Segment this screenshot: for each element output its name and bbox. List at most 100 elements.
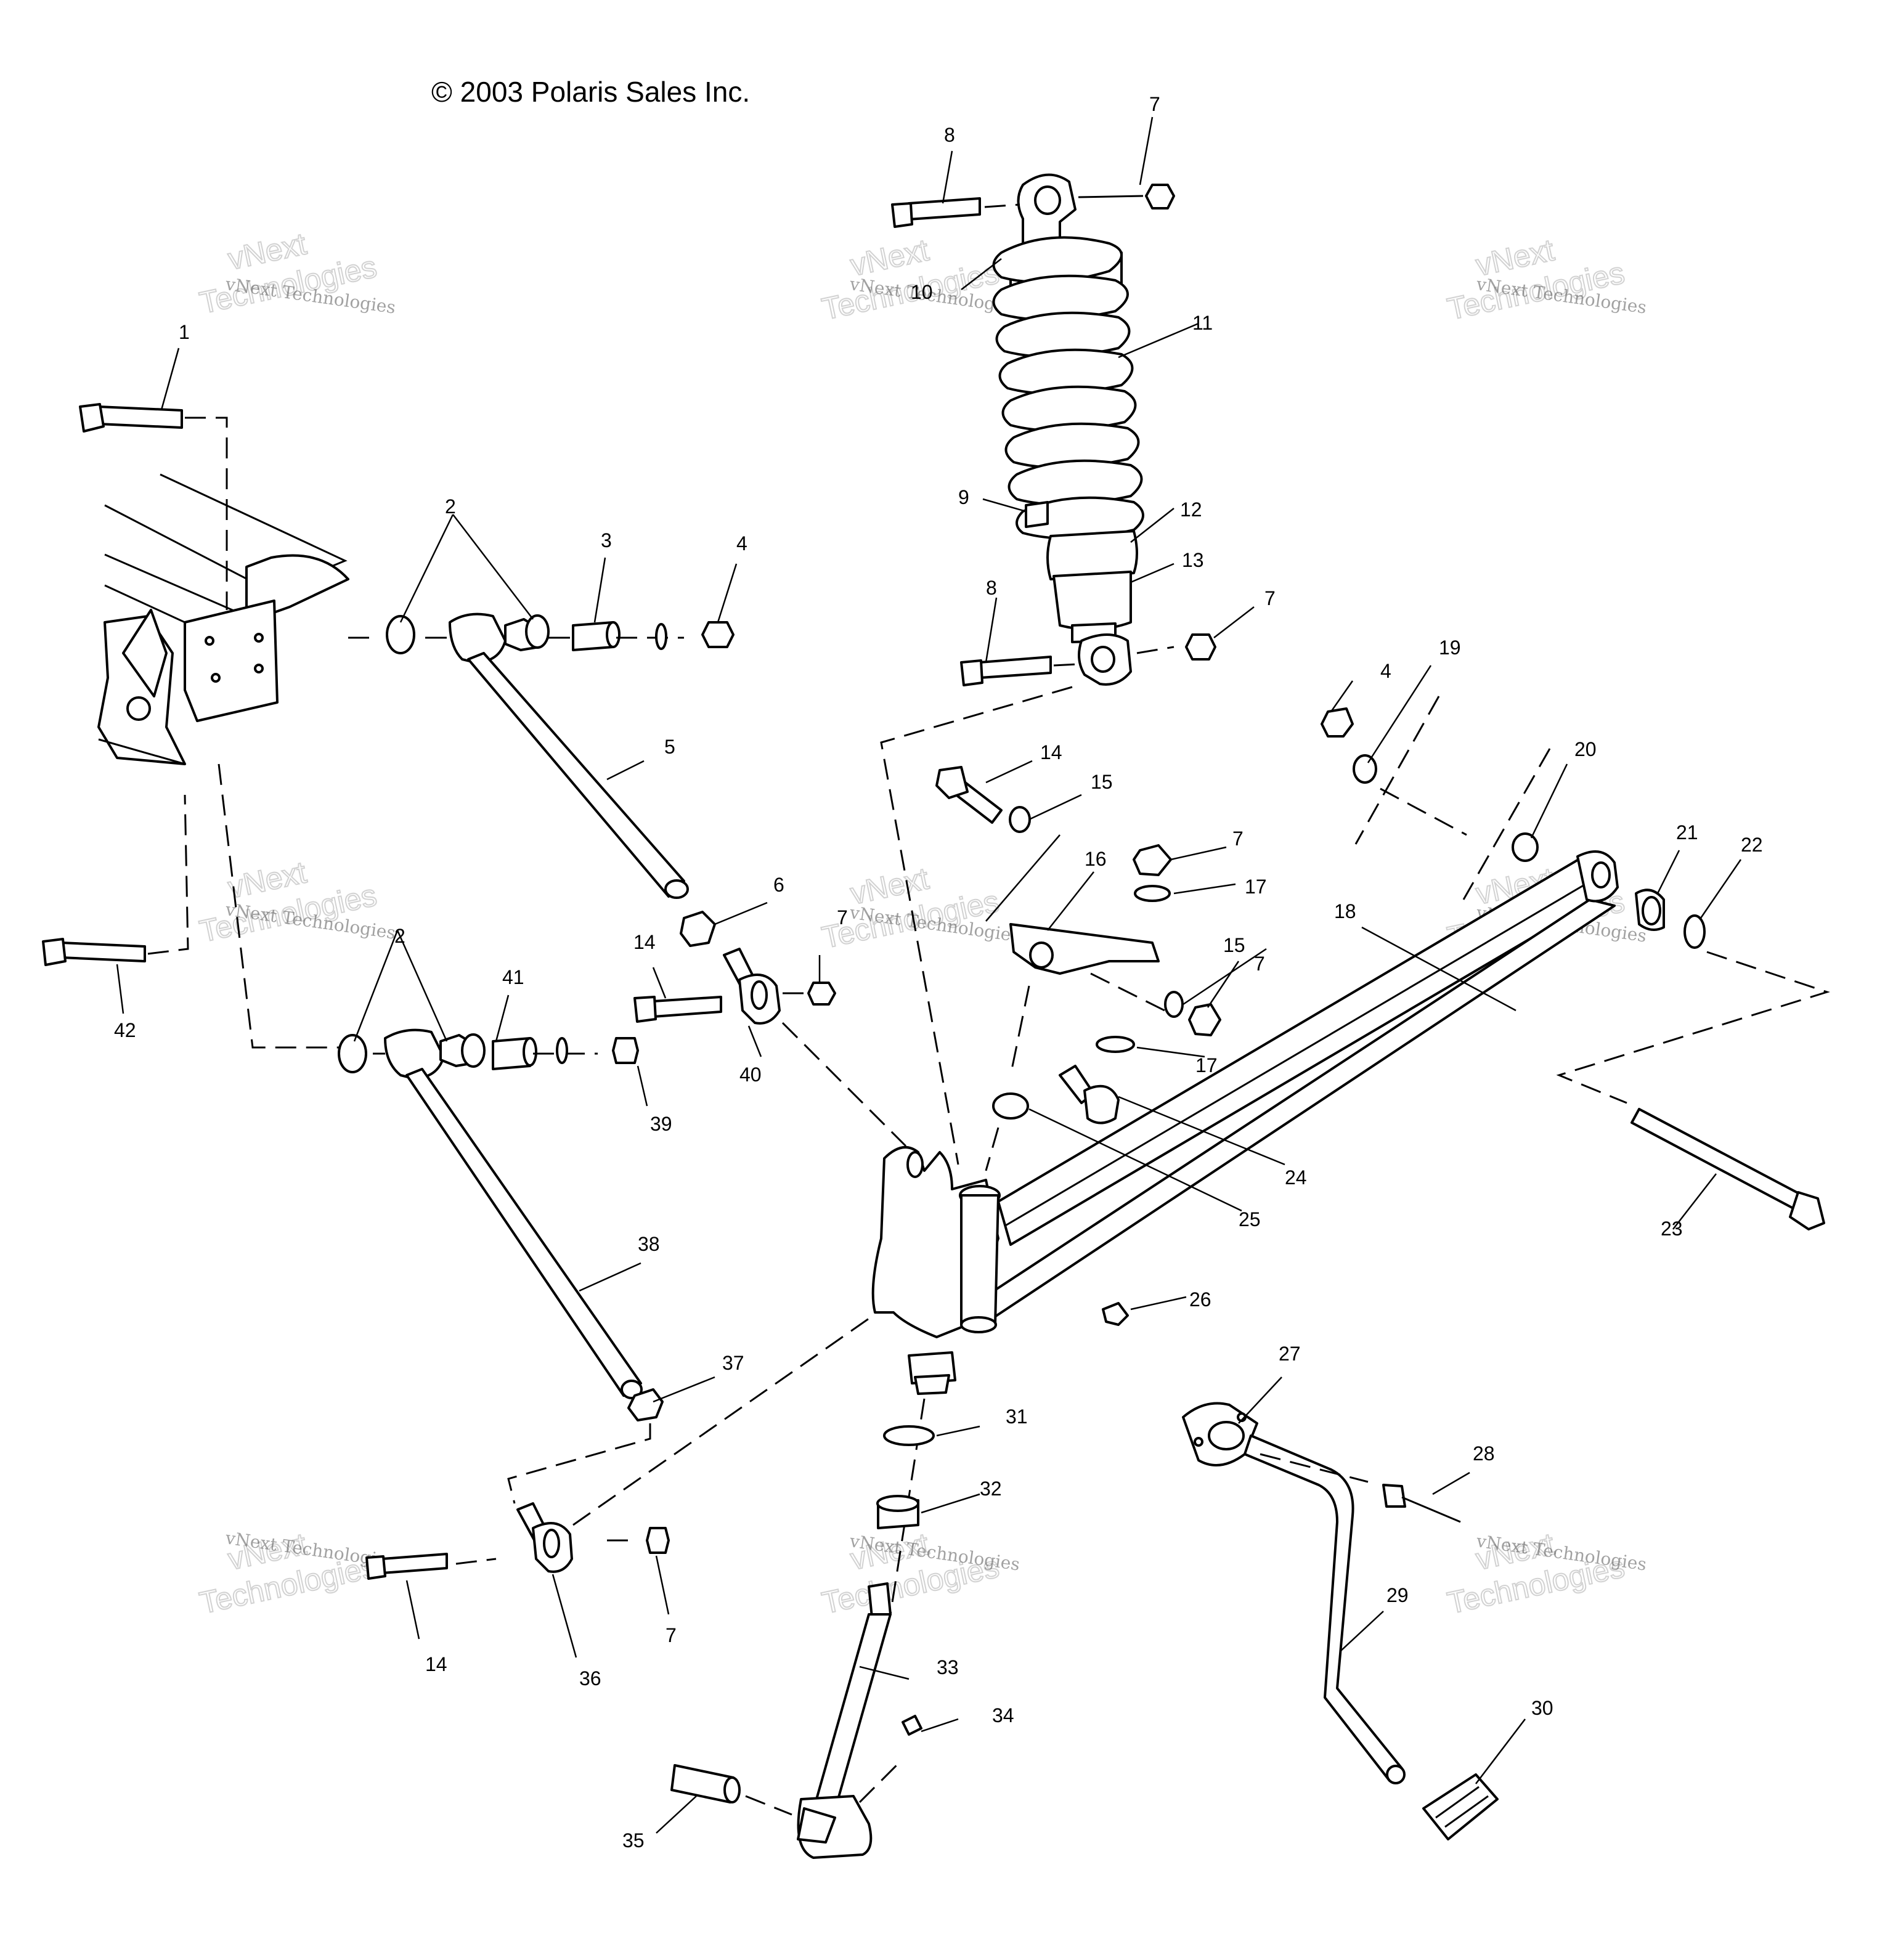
nut-7-bottom [1185,633,1216,661]
callout-29: 29 [1386,1584,1409,1606]
grease-fitting-26 [1102,1302,1129,1326]
bushing-2-upper-left [386,615,415,654]
callout-20: 20 [1574,738,1597,760]
callout-23: 23 [1661,1218,1683,1240]
callout-8-bottom: 8 [986,577,997,599]
washer-17-upper [1134,885,1171,902]
callout-13: 13 [1182,549,1204,571]
adjuster-collar-9 [1025,501,1049,528]
washer-19 [1353,754,1377,784]
callout-12: 12 [1180,498,1202,521]
callout-1: 1 [179,321,190,343]
callout-17-upper: 17 [1245,876,1267,898]
washer-20 [1512,832,1539,862]
shock-absorber [992,173,1175,686]
callout-39: 39 [650,1113,672,1135]
callout-11: 11 [1192,312,1213,334]
bolt-14-middle [633,996,722,1023]
washer-17-lower [1096,1036,1135,1053]
mounting-bracket-16 [1009,923,1160,975]
callout-7-lower: 7 [666,1624,677,1646]
callout-7-top: 7 [1149,93,1160,115]
nut-7-right-lower [1188,1003,1221,1036]
callout-14-lower: 14 [425,1653,447,1675]
spacer-ring [655,623,667,650]
bushing-2-lower-left [338,1034,367,1073]
watermarks: vNext Technologies vNext Technologies vN… [196,226,1648,1621]
callout-40: 40 [739,1063,762,1086]
spacer-ring-lower [556,1037,568,1064]
callout-6: 6 [773,874,784,896]
bolt-8-bottom [960,656,1052,686]
spindle-knuckle [871,1146,1001,1395]
bushing-25 [992,1092,1029,1120]
bushing-2-lower-right [461,1033,486,1068]
callout-17-lower: 17 [1195,1054,1218,1076]
bushing-32 [876,1495,919,1529]
callout-34: 34 [992,1704,1014,1726]
bolt-8-top [891,197,981,228]
steering-post-33 [797,1582,892,1859]
nut-7-right-upper [1133,844,1172,876]
upper-control-arm [348,612,689,899]
nut-39 [612,1037,639,1064]
frame-bracket [97,473,349,765]
callout-26: 26 [1189,1288,1211,1311]
foot-pad-30 [1422,1773,1499,1840]
callout-4-right: 4 [1380,660,1391,682]
o-ring-31 [883,1425,935,1446]
bolt-14-lower [365,1553,448,1580]
callout-3: 3 [601,529,612,551]
jam-nut-37 [627,1388,664,1421]
callout-15-lower: 15 [1223,934,1245,956]
callout-15-top: 15 [1091,771,1113,793]
callout-numbers: 1 2 3 4 5 6 14 7 2 41 39 40 42 38 37 7 1… [114,93,1763,1852]
callout-22: 22 [1741,834,1763,856]
callout-38: 38 [638,1233,660,1255]
callout-18: 18 [1334,900,1356,922]
callout-27: 27 [1279,1343,1301,1365]
callout-41: 41 [502,966,524,988]
callout-9: 9 [958,486,969,508]
callout-35: 35 [622,1829,645,1852]
callout-14-top: 14 [1040,741,1062,763]
nut-7-lower [646,1527,670,1554]
callout-7-middle: 7 [837,906,848,929]
bolt-42 [42,938,146,966]
pin-35 [670,1764,741,1803]
mounting-plate-27 [1182,1402,1258,1466]
callout-33: 33 [937,1656,959,1678]
callout-16: 16 [1085,848,1107,870]
callout-25: 25 [1239,1208,1261,1230]
callout-4-upper: 4 [736,532,747,555]
shaft-bolt-23 [1630,1108,1825,1230]
washer-15-top [1009,806,1031,833]
jam-nut-6 [680,911,716,947]
trailing-arm-18 [979,850,1619,1320]
sleeve-41 [492,1037,537,1070]
bolt-1 [79,403,183,433]
grease-fitting-34 [902,1715,922,1736]
bolt-14-top [935,766,1003,824]
watermark: vNext Technologies [196,1526,380,1621]
nut-4-right [1321,707,1354,738]
sleeve-3 [572,621,621,651]
callout-14-middle: 14 [633,931,656,953]
washer-15-lower [1164,991,1184,1018]
nut-4-upper [701,621,735,648]
sway-bar-29 [1244,1434,1406,1784]
ball-stud-24 [1059,1065,1120,1124]
callout-42: 42 [114,1019,136,1041]
pin-28 [1382,1484,1461,1523]
nut-7-top [1145,184,1175,209]
callout-7-right-upper: 7 [1232,828,1244,850]
callout-5: 5 [664,736,675,758]
callout-7-bottom: 7 [1264,587,1276,609]
callout-2-upper: 2 [445,495,456,518]
o-ring-22 [1683,914,1706,949]
callout-36: 36 [579,1667,601,1690]
callout-7-right-lower: 7 [1254,953,1265,975]
callout-10: 10 [911,281,933,303]
callout-8-top: 8 [944,124,955,146]
